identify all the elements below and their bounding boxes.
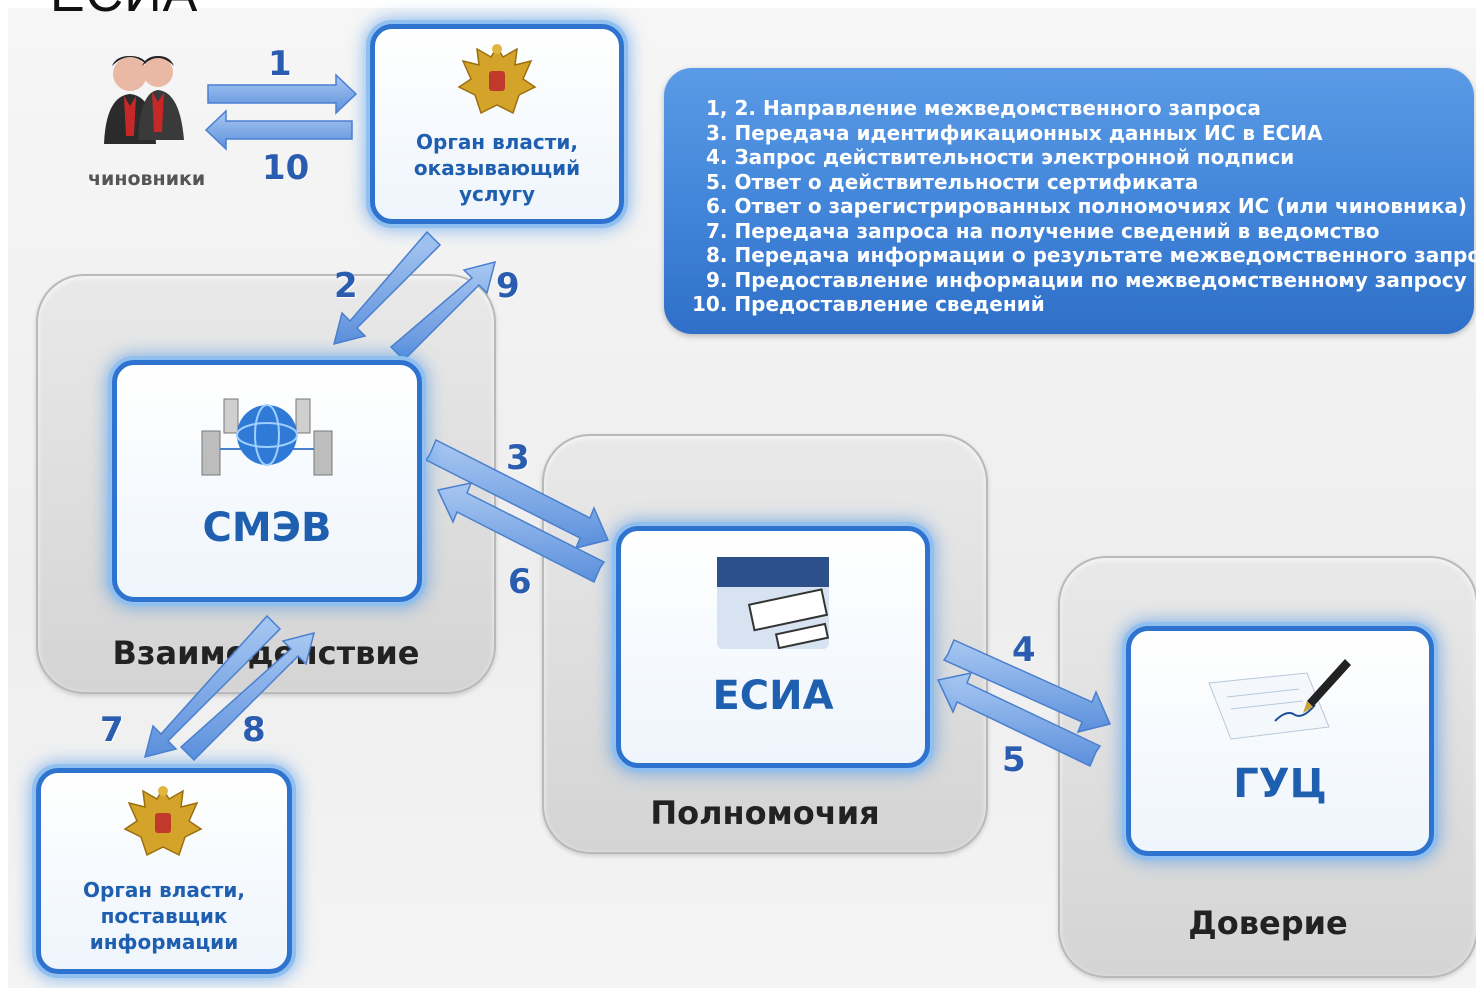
eagle-emblem-icon — [457, 44, 537, 115]
arrow-number-5: 5 — [1002, 740, 1026, 780]
arrow-1 — [207, 73, 358, 115]
legend-item: 10. Предоставление сведений — [692, 292, 1045, 316]
arrow-number-2: 2 — [334, 266, 358, 306]
node-guc-title: ГУЦ — [1233, 761, 1327, 807]
arrow-number-7: 7 — [100, 710, 124, 750]
node-authority-provider: Орган власти, поставщик информации — [36, 768, 292, 974]
officials-icon — [104, 56, 184, 144]
arrow-5 — [936, 671, 1102, 768]
legend-item: 3. Передача идентификационных данных ИС … — [706, 120, 1323, 145]
network-globe-icon — [201, 398, 333, 476]
arrow-2 — [332, 230, 442, 346]
legend-box: 1, 2. Направление межведомственного запр… — [664, 68, 1476, 334]
eagle-emblem-icon — [123, 786, 203, 857]
legend-item: 8. Передача информации о результате межв… — [706, 243, 1476, 267]
arrow-4 — [942, 639, 1112, 734]
arrow-6 — [436, 481, 606, 584]
arrow-number-3: 3 — [506, 438, 530, 478]
page-title: ЕСИА — [50, 0, 198, 24]
group-trust-label: Доверие — [1188, 904, 1348, 942]
officials-label: чиновники — [88, 168, 206, 190]
arrow-8 — [179, 631, 316, 762]
node-esia-title: ЕСИА — [712, 673, 834, 719]
legend-item: 9. Предоставление информации по межведом… — [706, 267, 1467, 292]
legend-item: 1, 2. Направление межведомственного запр… — [706, 96, 1261, 120]
node-guc: ГУЦ — [1126, 626, 1434, 856]
password-screen-icon — [717, 557, 829, 649]
arrow-7 — [143, 614, 282, 759]
arrow-number-8: 8 — [242, 710, 266, 750]
node-smev: СМЭВ — [112, 360, 422, 602]
node-authority-service: Орган власти, оказывающий услугу — [370, 24, 624, 224]
arrow-number-1: 1 — [268, 44, 292, 84]
legend-item: 4. Запрос действительности электронной п… — [706, 145, 1295, 169]
arrow-number-4: 4 — [1012, 630, 1036, 670]
arrow-3 — [424, 438, 610, 550]
node-esia: ЕСИА — [616, 526, 930, 768]
arrow-9 — [389, 260, 497, 362]
legend-item: 6. Ответ о зарегистрированных полномочия… — [706, 194, 1468, 218]
arrow-number-6: 6 — [508, 562, 532, 602]
arrow-number-10: 10 — [262, 148, 310, 188]
arrow-number-9: 9 — [496, 266, 520, 306]
node-authority-provider-caption: Орган власти, поставщик информации — [83, 878, 245, 954]
legend-item: 7. Передача запроса на получение сведени… — [706, 218, 1380, 243]
legend-item: 5. Ответ о действительности сертификата — [706, 169, 1199, 194]
node-smev-title: СМЭВ — [202, 505, 332, 551]
signature-pen-icon — [1208, 659, 1351, 740]
node-authority-service-caption: Орган власти, оказывающий услугу — [413, 130, 581, 206]
group-authority-label: Полномочия — [650, 794, 880, 832]
arrow-10 — [204, 109, 353, 151]
